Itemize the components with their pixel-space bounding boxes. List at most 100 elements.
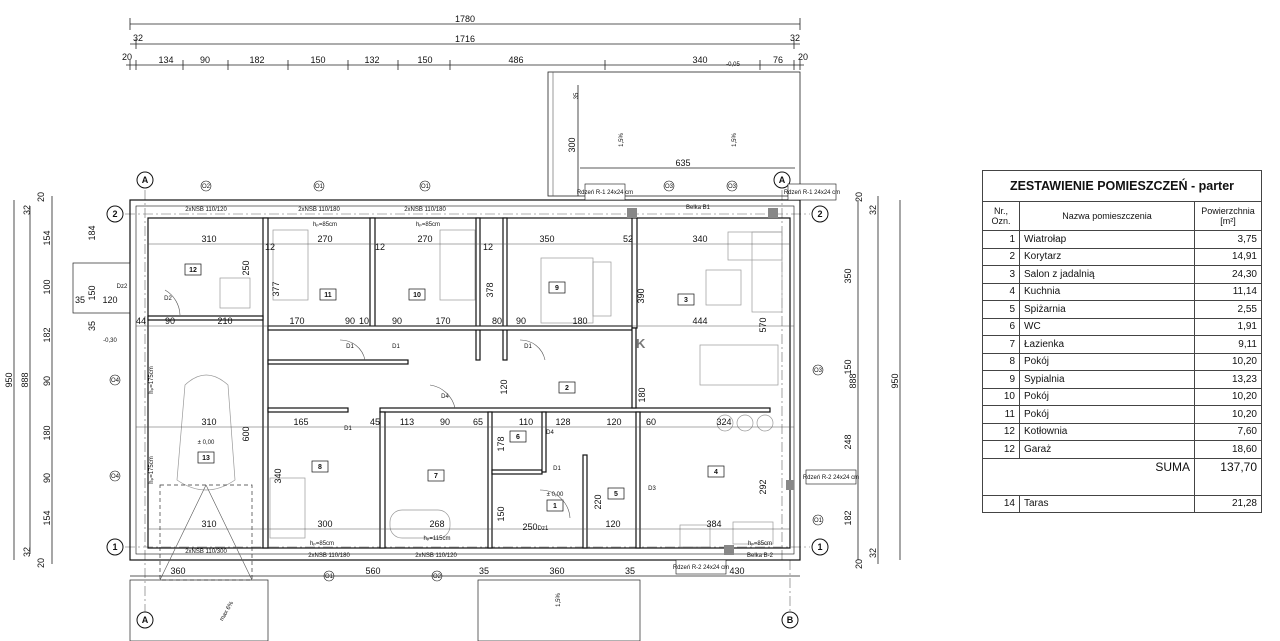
room-number: 2: [565, 385, 569, 392]
sill-height: hₚ=115cm: [424, 536, 451, 542]
row-nr: 9: [982, 370, 1020, 389]
dim-segment: 154: [42, 230, 52, 245]
slope-label: 1,5%: [556, 593, 562, 607]
room-number: 1: [553, 503, 557, 510]
door-tag: D2: [164, 296, 172, 302]
row-name: Sypialnia: [1019, 370, 1195, 389]
door-tag: D1: [524, 344, 532, 350]
dim-label: 80: [492, 316, 502, 326]
dim-label: 170: [435, 316, 450, 326]
sill-height: hₚ=175cm: [149, 366, 155, 393]
room-number: 7: [434, 473, 438, 480]
dim-segment: 100: [42, 279, 52, 294]
row-name: Wiatrołap: [1019, 230, 1195, 249]
dim-label: 250: [241, 260, 251, 275]
dim-segment: 182: [843, 510, 853, 525]
room-labels: 12 11 10 9 3 2 13 8 7 6 1 5 4: [184, 263, 725, 512]
door-tag: D1: [392, 344, 400, 350]
row-area: 14,91: [1194, 247, 1262, 266]
sum-label: SUMA: [982, 457, 1195, 496]
dim-segment-depth: 888: [848, 373, 858, 388]
row-area: 10,20: [1194, 387, 1262, 406]
row-nr: 4: [982, 282, 1020, 301]
window-tag: O1: [325, 574, 334, 580]
pillar-label: Rdzeń R-1 24x24 cm: [784, 190, 840, 196]
dim-label: 310: [201, 417, 216, 427]
axis-label: 2: [112, 209, 117, 219]
window-tag: O1: [814, 518, 823, 524]
room-number: 8: [318, 464, 322, 471]
dim-segment: 182: [249, 55, 264, 65]
room-number: 6: [516, 434, 520, 441]
row-area: 9,11: [1194, 335, 1262, 354]
dim-segment: 76: [773, 55, 783, 65]
opening-tags: O2 O1 O1 O3 O3 O3 O1 O1 O2 O4 O4 Dz2 Dz1…: [109, 180, 824, 582]
row-nr: 8: [982, 352, 1020, 371]
dim-label: 300: [317, 519, 332, 529]
dim-label: 150: [87, 285, 97, 300]
dim-terrace-depth: 300: [567, 137, 577, 152]
dim-segment: 32: [22, 205, 32, 215]
dim-segment: 340: [692, 55, 707, 65]
header-name: Nazwa pomieszczenia: [1019, 201, 1195, 231]
dim-segment: 154: [42, 510, 52, 525]
lintel-label: 2xNSB 110/120: [185, 207, 227, 213]
sill-height: hₚ=85cm: [416, 222, 440, 228]
dim-label: 60: [646, 417, 656, 427]
door-tag: D3: [648, 486, 656, 492]
room-number: 11: [324, 292, 332, 299]
level-mark: ± 0,00: [547, 492, 564, 498]
beam-label: Belka B1: [686, 205, 711, 211]
dim-label: 20: [798, 52, 808, 62]
dim-label: 180: [637, 387, 647, 402]
door-tag: D1: [346, 344, 354, 350]
row-area: 13,23: [1194, 370, 1262, 389]
dim-total-depth: 950: [890, 373, 900, 388]
beam-label: Belka B-2: [747, 553, 774, 559]
row-nr: 10: [982, 387, 1020, 406]
dim-segment: 350: [843, 268, 853, 283]
dim-segment: 20: [36, 192, 46, 202]
terrace-top: 635 300 35 1,5% 1,5%: [547, 71, 801, 197]
room-number: 9: [555, 285, 559, 292]
dim-label: 90: [440, 417, 450, 427]
dim-segment: 35: [479, 566, 489, 576]
door-tag: D1: [553, 466, 561, 472]
room-number: 10: [413, 292, 421, 299]
slope-label: 1,5%: [619, 133, 625, 147]
dim-total-depth: 950: [4, 372, 14, 387]
axis-label: A: [779, 175, 786, 185]
room-number: 4: [714, 469, 718, 476]
row-nr: 12: [982, 422, 1020, 441]
row-name: Spiżarnia: [1019, 300, 1195, 319]
pillar-label: Rdzeń R-1 24x24 cm: [577, 190, 633, 196]
dim-label: 220: [593, 494, 603, 509]
row-area: 24,30: [1194, 265, 1262, 284]
left-dimensions: 950 888 20 32 154 100 182 90 180 90 154 …: [4, 192, 131, 568]
dim-label: 377: [271, 281, 281, 296]
dim-label: 65: [473, 417, 483, 427]
dim-label: 150: [496, 506, 506, 521]
dim-label: 210: [217, 316, 232, 326]
window-tag: O4: [111, 474, 120, 480]
level-mark: -0,30: [103, 338, 117, 344]
slope-label: max 6%: [219, 600, 235, 622]
dim-label: 90: [516, 316, 526, 326]
pillar-label: Rdzeń R-2 24x24 cm: [803, 475, 859, 481]
row-area: 10,20: [1194, 405, 1262, 424]
door-tag: Dz2: [117, 284, 128, 290]
floor-plan-drawing: A A 2 2 1 1 A B 1780 1716 32 32 20 20 13…: [4, 14, 901, 641]
row-name: Kuchnia: [1019, 282, 1195, 301]
row-area: 2,55: [1194, 300, 1262, 319]
dim-label: 444: [692, 316, 707, 326]
lintel-label: 2xNSB 110/300: [185, 549, 227, 555]
door-tag: Dz1: [538, 526, 549, 532]
annotations: ± 0,00 ± 0,00 hₚ=85cm hₚ=85cm hₚ=85cm hₚ…: [149, 183, 859, 575]
dim-label: 35: [574, 92, 580, 99]
row-area: 7,60: [1194, 422, 1262, 441]
row-name: Pokój: [1019, 405, 1195, 424]
door-tag: D4: [441, 394, 449, 400]
